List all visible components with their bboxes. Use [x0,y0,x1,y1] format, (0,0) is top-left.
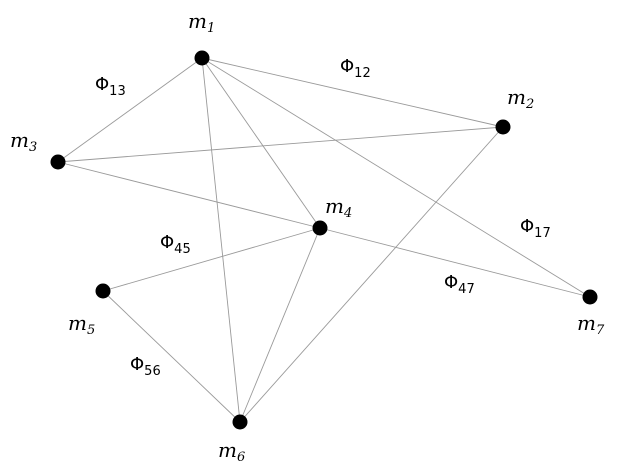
edge-m1-m7 [201,57,591,298]
node-label-m7: m7 [577,311,605,338]
edge-label-m4-m5: Φ45 [160,232,191,257]
edge-m3-m4 [57,161,321,229]
node-label-m2: m2 [507,85,534,112]
edge-label-m1-m3: Φ13 [95,74,126,99]
edge-m2-m6 [239,126,504,423]
edge-label-m1-m7: Φ17 [520,216,551,241]
edge-label-m1-m2: Φ12 [340,56,371,81]
node-m2 [495,119,511,135]
node-m6 [232,414,248,430]
edge-m1-m4 [201,57,321,229]
node-label-m5: m5 [68,311,95,338]
edge-m1-m2 [201,57,504,128]
node-labels: m1 m2 m3 m4 m5 m6 m7 [10,9,605,465]
edge-m4-m6 [239,227,321,423]
node-label-m1: m1 [188,9,215,36]
node-label-m6: m6 [218,438,245,465]
edge-m3-m2 [57,126,504,163]
node-m1 [194,50,210,66]
edge-m1-m6 [201,57,241,423]
edge-m1-m3 [57,57,203,163]
edge-label-m5-m6: Φ56 [130,354,161,379]
node-m5 [95,283,111,299]
edge-m4-m5 [102,227,321,292]
node-label-m4: m4 [325,194,352,221]
nodes [50,50,598,430]
node-label-m3: m3 [10,128,37,155]
edge-label-m4-m7: Φ47 [444,272,475,297]
edge-m4-m7 [319,227,591,298]
edge-m5-m6 [102,290,241,423]
node-m4 [312,220,328,236]
edges [57,57,591,423]
node-m3 [50,154,66,170]
node-m7 [582,289,598,305]
